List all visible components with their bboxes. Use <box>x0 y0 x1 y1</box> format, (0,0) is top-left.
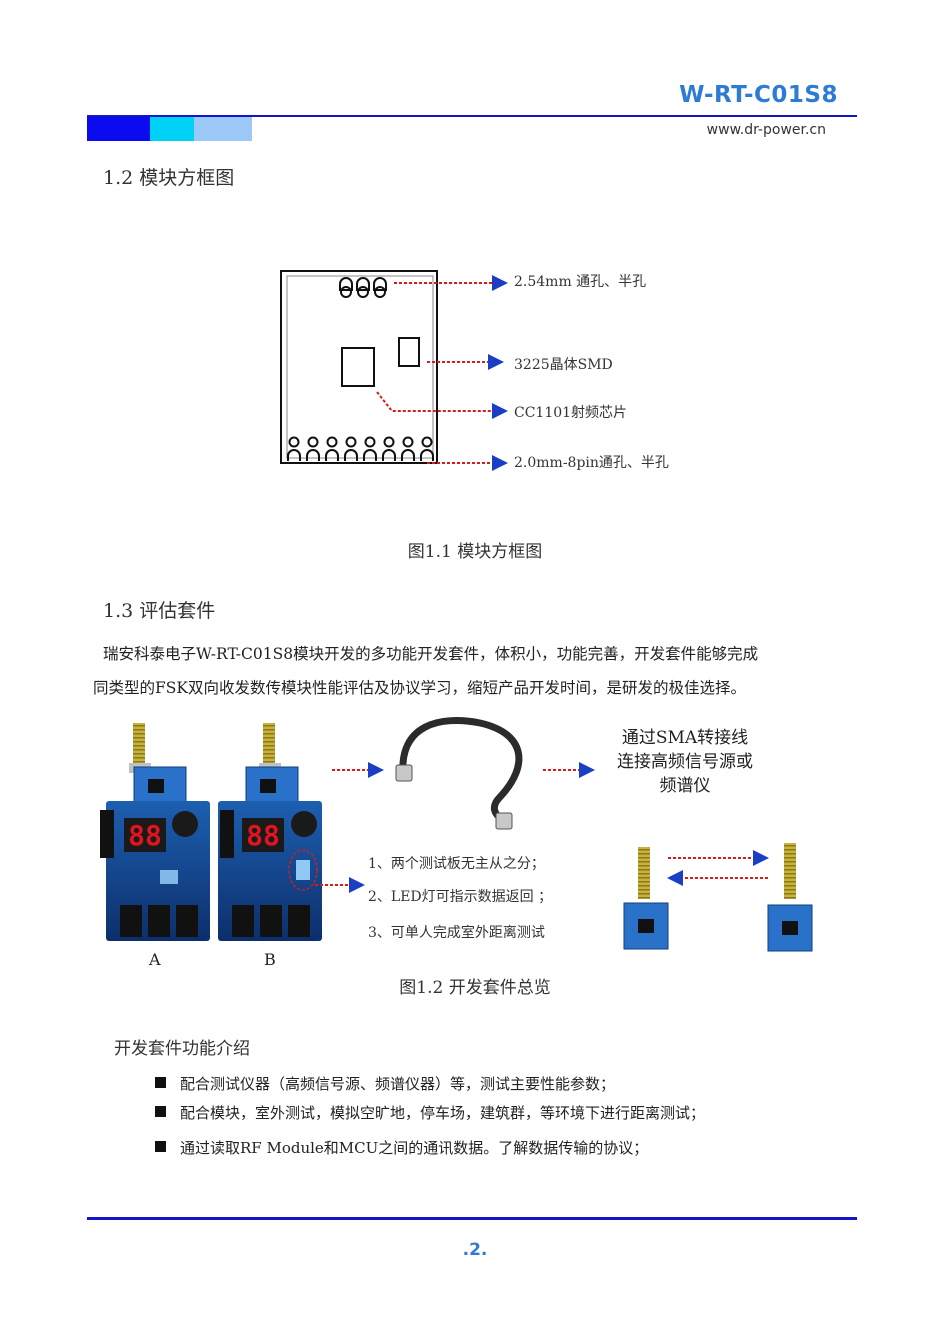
sma-connector-1 <box>395 764 413 782</box>
header-bar-cyan <box>150 117 194 141</box>
figure-caption-1-2: 图1.2 开发套件总览 <box>399 978 551 998</box>
figure-caption-1-1: 图1.1 模块方框图 <box>407 542 543 562</box>
sma-note-line-3: 频谱仪 <box>659 776 711 796</box>
section-heading-1-3: 1.3 评估套件 <box>103 600 216 622</box>
label-20mm-8pin: 2.0mm-8pin通孔、半孔 <box>514 455 669 471</box>
label-rf-chip: CC1101射频芯片 <box>514 405 628 421</box>
feature-text: 配合测试仪器（高频信号源、频谱仪器）等，测试主要性能参数； <box>180 1075 616 1093</box>
board-b-buzzer <box>291 811 317 837</box>
header-bar-dark <box>87 117 150 141</box>
crystal-3225 <box>398 337 420 367</box>
module-right-antenna <box>784 843 796 899</box>
devkit-overview-figure: 88 88 <box>100 717 813 952</box>
module-pair-left <box>623 847 669 950</box>
intro-paragraph-line-1: 瑞安科泰电子W-RT-C01S8模块开发的多功能开发套件，体积小，功能完善，开发… <box>103 645 759 663</box>
header-bar-light <box>194 117 252 141</box>
board-b: 88 <box>218 723 322 941</box>
feature-item: 配合模块，室外测试，模拟空旷地，停车场，建筑群，等环境下进行距离测试； <box>155 1102 705 1123</box>
board-b-antenna <box>263 723 275 765</box>
label-crystal: 3225晶体SMD <box>514 357 613 373</box>
board-a: 88 <box>100 723 210 941</box>
section-heading-1-2: 1.2 模块方框图 <box>103 167 235 189</box>
page-number: .2. <box>462 1240 488 1260</box>
cc1101-chip <box>341 347 375 387</box>
footer-rule <box>87 1217 857 1220</box>
note-1: 1、两个测试板无主从之分； <box>368 856 545 872</box>
feature-item: 通过读取RF Module和MCU之间的通讯数据。了解数据传输的协议； <box>155 1137 648 1158</box>
board-a-header <box>100 810 114 858</box>
board-a-antenna <box>133 723 145 765</box>
board-b-7seg-digits: 88 <box>246 819 280 852</box>
board-a-7seg <box>124 818 166 852</box>
bullet-square-icon <box>155 1141 166 1152</box>
note-3: 3、可单人完成室外距离测试 <box>368 925 545 941</box>
module-block-diagram <box>280 270 508 471</box>
bullet-square-icon <box>155 1106 166 1117</box>
board-b-leds <box>296 860 310 880</box>
board-label-b: B <box>264 950 276 969</box>
feature-item: 配合测试仪器（高频信号源、频谱仪器）等，测试主要性能参数； <box>155 1073 615 1094</box>
feature-text: 通过读取RF Module和MCU之间的通讯数据。了解数据传输的协议； <box>180 1139 649 1157</box>
board-a-7seg-digits: 88 <box>128 819 162 852</box>
sma-note-line-2: 连接高频信号源或 <box>617 752 753 772</box>
brand-title: W-RT-C01S8 <box>679 82 838 108</box>
intro-paragraph-line-2: 同类型的FSK双向收发数传模块性能评估及协议学习，缩短产品开发时间，是研发的极佳… <box>93 679 746 697</box>
sma-note-line-1: 通过SMA转接线 <box>621 728 749 748</box>
board-a-buzzer <box>172 811 198 837</box>
feature-text: 配合模块，室外测试，模拟空旷地，停车场，建筑群，等环境下进行距离测试； <box>180 1104 706 1122</box>
features-title: 开发套件功能介绍 <box>114 1039 250 1059</box>
sma-connector-2 <box>495 812 513 830</box>
bottom-pads <box>287 436 434 461</box>
module-pair-right <box>767 843 813 952</box>
arrow-to-label-3 <box>376 391 508 419</box>
top-pads <box>339 277 387 298</box>
header-url: www.dr-power.cn <box>706 122 826 138</box>
board-b-header <box>220 810 234 858</box>
label-254mm-holes: 2.54mm 通孔、半孔 <box>514 274 647 290</box>
note-2: 2、LED灯可指示数据返回 ； <box>368 889 553 905</box>
board-label-a: A <box>149 950 161 969</box>
bullet-square-icon <box>155 1077 166 1088</box>
sma-note: 通过SMA转接线 连接高频信号源或 频谱仪 <box>600 726 770 798</box>
sma-cable <box>395 717 523 830</box>
module-left-antenna <box>638 847 650 899</box>
header-rule <box>87 115 857 117</box>
board-b-7seg <box>242 818 284 852</box>
